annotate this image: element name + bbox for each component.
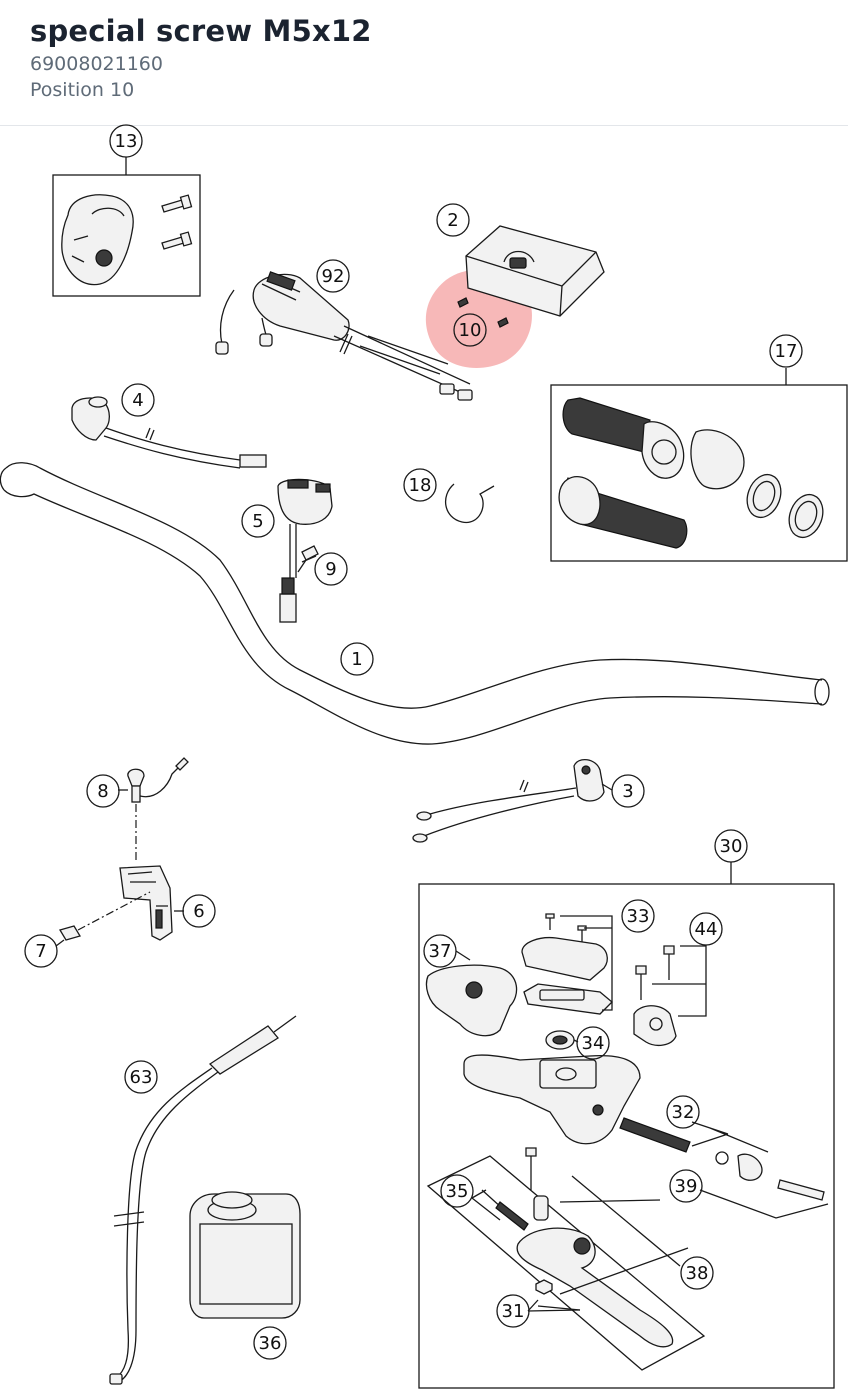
- part-special-screw-m5x12[interactable]: [457, 297, 509, 328]
- svg-text:44: 44: [695, 919, 718, 940]
- callout-1[interactable]: 1: [340, 642, 374, 676]
- callout-3[interactable]: 3: [611, 774, 645, 808]
- callout-44[interactable]: 44: [689, 912, 723, 946]
- part-throttle-assembly[interactable]: [215, 271, 473, 401]
- callout-2[interactable]: 2: [436, 203, 470, 237]
- svg-text:2: 2: [447, 210, 458, 231]
- svg-text:13: 13: [115, 131, 138, 152]
- part-reservoir-cover[interactable]: [521, 936, 613, 1015]
- part-clutch-switch[interactable]: [412, 759, 605, 843]
- svg-text:31: 31: [502, 1301, 525, 1322]
- callout-38[interactable]: 38: [680, 1256, 714, 1290]
- callout-63[interactable]: 63: [124, 1060, 158, 1094]
- part-adjuster-35[interactable]: [481, 1189, 529, 1231]
- part-cover-screws-33[interactable]: [545, 913, 587, 942]
- callout-33[interactable]: 33: [621, 899, 655, 933]
- svg-text:36: 36: [259, 1333, 282, 1354]
- part-handlebar-switch[interactable]: [277, 478, 333, 623]
- part-screws-13[interactable]: [161, 194, 193, 250]
- part-grips[interactable]: [558, 397, 828, 549]
- part-lever-pivot-38[interactable]: [525, 1147, 549, 1221]
- part-brake-lever[interactable]: [516, 1227, 674, 1348]
- callout-9[interactable]: 9: [314, 552, 348, 586]
- svg-text:35: 35: [446, 1181, 469, 1202]
- part-master-cylinder[interactable]: [463, 1054, 691, 1153]
- part-piston-kit-32-39[interactable]: [715, 1151, 825, 1201]
- callout-31[interactable]: 31: [496, 1294, 530, 1328]
- svg-text:38: 38: [686, 1263, 709, 1284]
- part-throttle-cover[interactable]: [465, 225, 605, 317]
- callout-6[interactable]: 6: [182, 894, 216, 928]
- header: special screw M5x12 69008021160 Position…: [0, 0, 848, 126]
- part-brake-fluid-can[interactable]: [189, 1191, 301, 1319]
- svg-text:3: 3: [622, 781, 633, 802]
- svg-text:32: 32: [672, 1102, 695, 1123]
- svg-text:5: 5: [252, 511, 263, 532]
- svg-text:37: 37: [429, 941, 452, 962]
- part-speedometer-cable[interactable]: [109, 1015, 297, 1385]
- svg-text:17: 17: [775, 341, 798, 362]
- callout-39[interactable]: 39: [669, 1169, 703, 1203]
- callout-5[interactable]: 5: [241, 504, 275, 538]
- callout-35[interactable]: 35: [440, 1174, 474, 1208]
- callout-13[interactable]: 13: [109, 124, 143, 158]
- svg-text:8: 8: [97, 781, 108, 802]
- callout-8[interactable]: 8: [86, 774, 120, 808]
- svg-text:39: 39: [675, 1176, 698, 1197]
- part-kill-switch[interactable]: [71, 396, 267, 469]
- part-number: 69008021160: [30, 53, 163, 75]
- callout-10[interactable]: 10: [453, 313, 487, 347]
- svg-text:10: 10: [459, 320, 482, 341]
- callout-4[interactable]: 4: [121, 383, 155, 417]
- position-label: Position 10: [30, 79, 135, 101]
- callout-34[interactable]: 34: [576, 1026, 610, 1060]
- svg-text:63: 63: [130, 1067, 153, 1088]
- callout-7[interactable]: 7: [24, 934, 58, 968]
- svg-text:7: 7: [35, 941, 46, 962]
- part-brake-light-switch[interactable]: [127, 757, 189, 860]
- part-clamp-44[interactable]: [633, 945, 677, 1047]
- svg-text:92: 92: [322, 266, 345, 287]
- callout-37[interactable]: 37: [423, 934, 457, 968]
- part-seal-34[interactable]: [545, 1030, 575, 1050]
- callout-labels: 13 2 92 10 17 4 18 5 9 1 8 3 30 6 33 7 4…: [24, 124, 803, 1360]
- part-dust-cover-37[interactable]: [425, 964, 518, 1037]
- part-indicator-bulb[interactable]: [297, 545, 319, 573]
- callout-17[interactable]: 17: [769, 334, 803, 368]
- part-title: special screw M5x12: [30, 14, 372, 48]
- callout-36[interactable]: 36: [253, 1326, 287, 1360]
- group-box-30: [418, 883, 835, 1389]
- group-box-17: [550, 384, 848, 562]
- part-mounting-bracket[interactable]: [119, 865, 173, 941]
- svg-text:30: 30: [720, 836, 743, 857]
- part-cable-tie[interactable]: [444, 483, 495, 524]
- callout-92[interactable]: 92: [316, 259, 350, 293]
- svg-text:33: 33: [627, 906, 650, 927]
- svg-text:1: 1: [351, 649, 362, 670]
- callout-18[interactable]: 18: [403, 468, 437, 502]
- callout-30[interactable]: 30: [714, 829, 748, 863]
- leader-lines: [55, 555, 613, 1312]
- svg-text:4: 4: [132, 390, 143, 411]
- part-switch-housing[interactable]: [61, 194, 134, 286]
- svg-text:34: 34: [582, 1033, 605, 1054]
- svg-text:18: 18: [409, 475, 432, 496]
- part-handlebar[interactable]: [0, 462, 830, 745]
- svg-text:6: 6: [193, 901, 204, 922]
- svg-text:9: 9: [325, 559, 336, 580]
- part-nut-31[interactable]: [535, 1279, 553, 1295]
- part-bracket-screw[interactable]: [59, 891, 151, 941]
- callout-32[interactable]: 32: [666, 1095, 700, 1129]
